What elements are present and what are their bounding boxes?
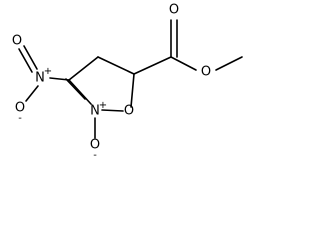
bond-c4-c5 (97, 56, 135, 75)
charge-o-nitro-bottom: - (18, 113, 22, 124)
bond-n2-c3-a (68, 79, 92, 105)
bond-c5-o1 (130, 73, 135, 108)
atom-n-ring: N (90, 104, 100, 119)
bond-c3-nnitro (49, 77, 70, 81)
bond-oester-methyl (215, 56, 243, 71)
bond-nnitro-otop-a (23, 45, 38, 70)
atom-o-n-oxide: O (90, 138, 100, 153)
atom-o-nitro-top: O (12, 34, 22, 49)
bond-n2-c3-b (65, 78, 86, 100)
bond-o1-n2 (101, 109, 124, 112)
charge-o-n-oxide: - (93, 150, 97, 161)
bond-c5-ccarbonyl (133, 56, 172, 75)
charge-n-ring: + (99, 100, 107, 111)
bonds (18, 19, 243, 139)
atom-o-nitro-bottom: O (15, 101, 25, 116)
atom-n-nitro: N (35, 71, 45, 86)
bond-ccarbonyl-oester (170, 56, 197, 71)
charge-n-nitro: + (44, 66, 52, 77)
structure-diagram: N + O O - N + O O - O O (12, 3, 243, 162)
atom-labels: N + O O - N + O O - O O (12, 3, 211, 162)
atom-o-carbonyl: O (169, 3, 179, 18)
atom-o-ester: O (201, 65, 211, 80)
atom-o-ring: O (124, 104, 134, 119)
bond-nnitro-otop-b (18, 48, 33, 73)
bond-nnitro-obottom (25, 85, 39, 102)
bond-c3-c4 (68, 56, 99, 81)
